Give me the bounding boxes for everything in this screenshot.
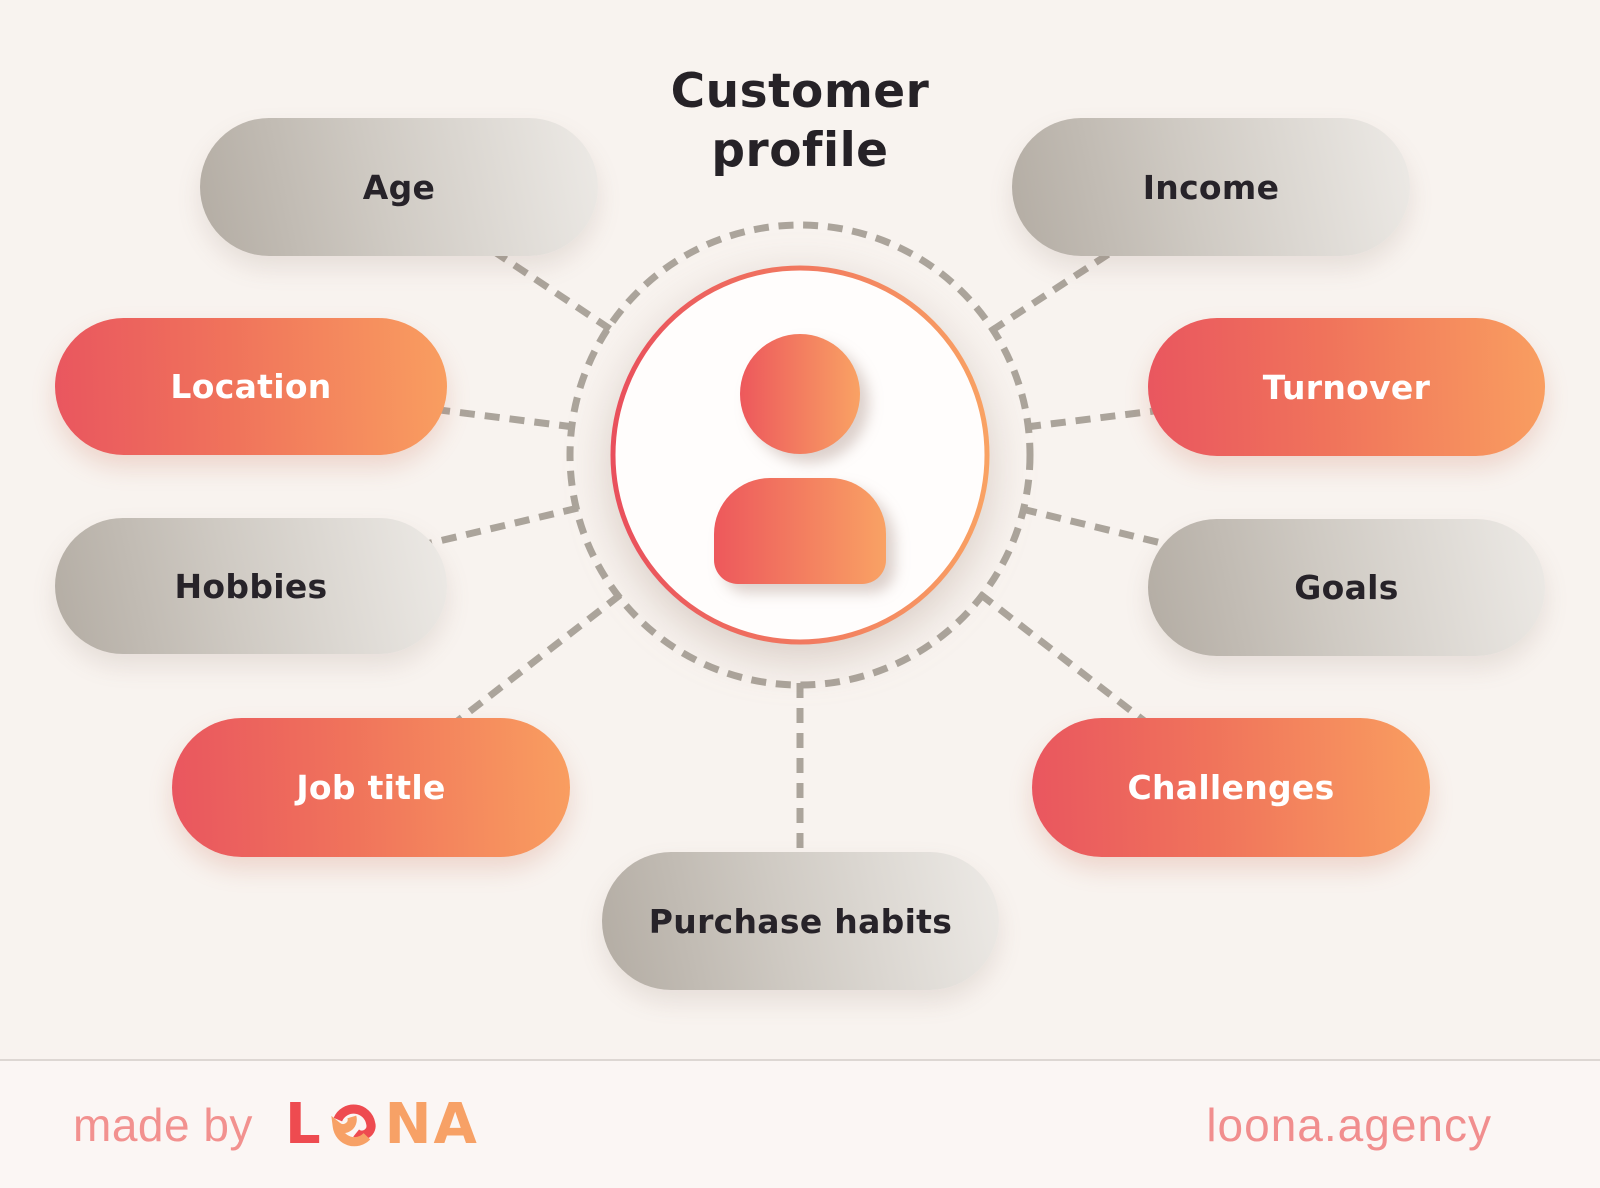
hub-circle — [610, 265, 990, 645]
pill-challenges: Challenges — [1032, 718, 1430, 857]
page-title: Customer profile — [670, 64, 930, 178]
pill-location: Location — [55, 318, 447, 455]
loona-logo-na: NA — [384, 1091, 479, 1157]
pill-challenges-label: Challenges — [1127, 768, 1335, 807]
loona-logo: L NA — [284, 1091, 479, 1157]
made-by-text: made by — [73, 1098, 253, 1151]
pill-income: Income — [1012, 118, 1410, 256]
pill-purchase-habits-label: Purchase habits — [648, 901, 953, 941]
made-by: made by L NA — [73, 1091, 479, 1157]
person-icon — [714, 334, 886, 584]
hub-dashed-circle — [566, 221, 1034, 689]
footer: made by L NA loona.agency — [0, 1059, 1600, 1188]
pill-turnover-label: Turnover — [1262, 367, 1431, 407]
pill-location-label: Location — [170, 367, 332, 406]
pill-job-title: Job title — [172, 718, 570, 857]
site-link[interactable]: loona.agency — [1206, 1098, 1492, 1151]
pill-goals-label: Goals — [1294, 568, 1399, 607]
pill-hobbies-label: Hobbies — [174, 566, 328, 606]
pill-purchase-habits: Purchase habits — [602, 852, 999, 990]
pill-hobbies: Hobbies — [55, 518, 447, 654]
pill-income-label: Income — [1142, 167, 1280, 207]
pill-goals: Goals — [1148, 519, 1545, 656]
pill-age-label: Age — [362, 167, 436, 207]
pill-age: Age — [200, 118, 598, 256]
loona-logo-o-icon — [330, 1104, 376, 1146]
loona-logo-l: L — [284, 1091, 323, 1157]
pill-turnover: Turnover — [1148, 318, 1545, 456]
connector-line-income — [989, 184, 1213, 334]
pill-job-title-label: Job title — [296, 768, 446, 807]
